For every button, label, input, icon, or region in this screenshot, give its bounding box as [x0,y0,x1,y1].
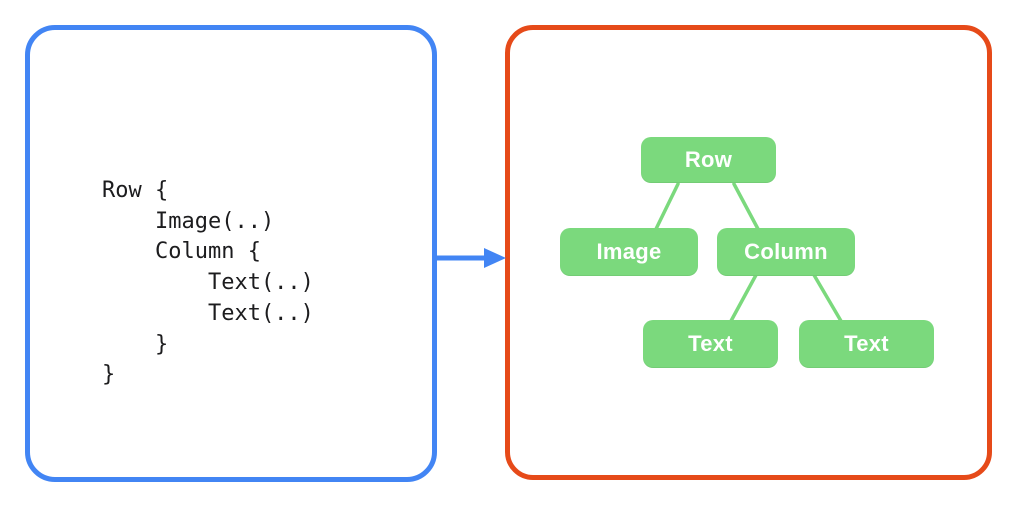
code-line: Text(..) [102,300,314,326]
code-panel [25,25,437,482]
tree-node-row: Row [641,137,776,183]
tree-node-text-right: Text [799,320,934,368]
arrow-right-icon [436,248,506,268]
tree-node-text-left: Text [643,320,778,368]
code-line: } [102,331,169,357]
code-line: Image(..) [102,208,275,234]
tree-node-column: Column [717,228,855,276]
code-block: Row { Image(..) Column { Text(..) Text(.… [102,176,314,391]
code-line: Row { [102,178,169,203]
tree-node-image: Image [560,228,698,276]
code-line: Text(..) [102,270,314,296]
code-line: Column { [102,239,261,265]
code-line: } [102,362,116,388]
